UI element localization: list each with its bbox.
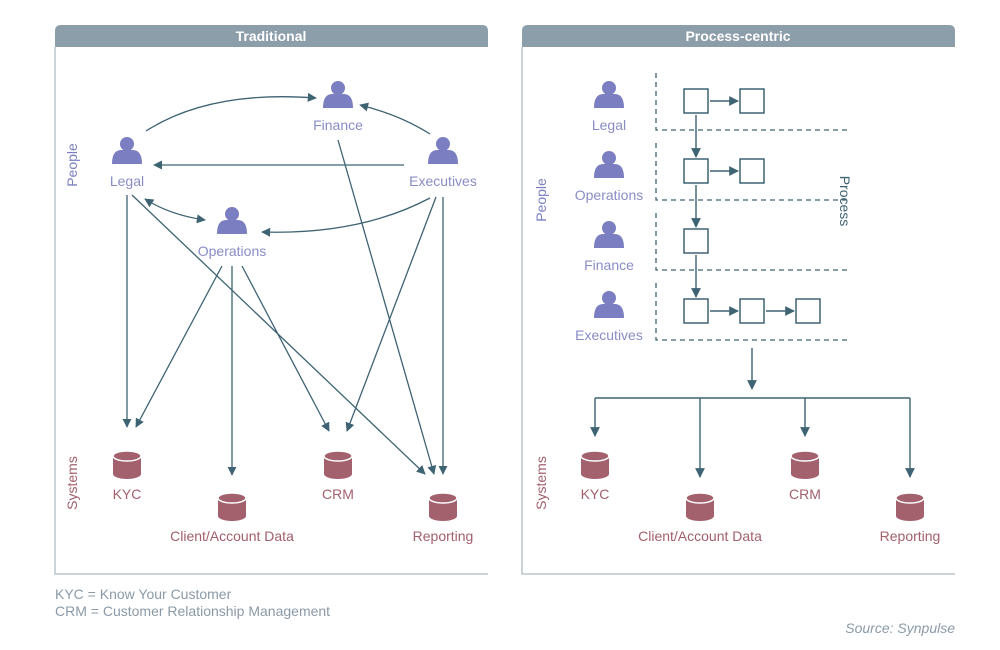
source-credit: Source: Synpulse: [845, 620, 955, 636]
footnote-kyc: KYC = Know Your Customer: [55, 586, 232, 602]
system-reporting-label: Reporting: [413, 528, 474, 544]
traditional-title: Traditional: [236, 28, 307, 44]
process-person-legal-label: Legal: [592, 117, 626, 133]
process-person-operations-label: Operations: [575, 187, 643, 203]
footnote-crm: CRM = Customer Relationship Management: [55, 603, 331, 619]
person-operations-label: Operations: [198, 243, 266, 259]
person-icon: [594, 151, 624, 178]
person-icon: [112, 137, 142, 164]
process-system-kyc-label: KYC: [581, 486, 610, 502]
person-icon: [594, 221, 624, 248]
swimlanes: [655, 73, 850, 341]
database-icon: [580, 450, 610, 480]
person-icon: [217, 207, 247, 234]
database-icon: [323, 450, 353, 480]
process-steps: [683, 88, 821, 324]
person-legal-label: Legal: [110, 173, 144, 189]
person-finance-label: Finance: [313, 117, 363, 133]
traditional-panel: Traditional People Systems Finance Legal…: [54, 25, 488, 575]
database-icon: [895, 492, 925, 522]
database-icon: [790, 450, 820, 480]
database-icon: [112, 450, 142, 480]
process-label: Process: [837, 176, 853, 227]
traditional-arrows: [122, 92, 448, 476]
system-crm-label: CRM: [322, 486, 354, 502]
process-arrows: [590, 96, 915, 478]
person-executives-label: Executives: [409, 173, 477, 189]
database-icon: [685, 492, 715, 522]
process-person-executives-label: Executives: [575, 327, 643, 343]
database-icon: [217, 492, 247, 522]
traditional-systems-label: Systems: [64, 456, 80, 510]
person-icon: [594, 81, 624, 108]
person-icon: [323, 81, 353, 108]
process-header: [522, 25, 955, 47]
process-person-finance-label: Finance: [584, 257, 634, 273]
process-system-client-label: Client/Account Data: [638, 528, 762, 544]
person-icon: [428, 137, 458, 164]
process-title: Process-centric: [685, 28, 790, 44]
person-icon: [594, 291, 624, 318]
system-kyc-label: KYC: [113, 486, 142, 502]
traditional-people-label: People: [64, 143, 80, 187]
database-icon: [428, 492, 458, 522]
process-panel: Process-centric People Systems Process: [521, 25, 955, 575]
process-system-crm-label: CRM: [789, 486, 821, 502]
system-client-label: Client/Account Data: [170, 528, 294, 544]
process-people-label: People: [533, 178, 549, 222]
process-system-reporting-label: Reporting: [880, 528, 941, 544]
traditional-header: [55, 25, 488, 47]
process-systems-label: Systems: [533, 456, 549, 510]
